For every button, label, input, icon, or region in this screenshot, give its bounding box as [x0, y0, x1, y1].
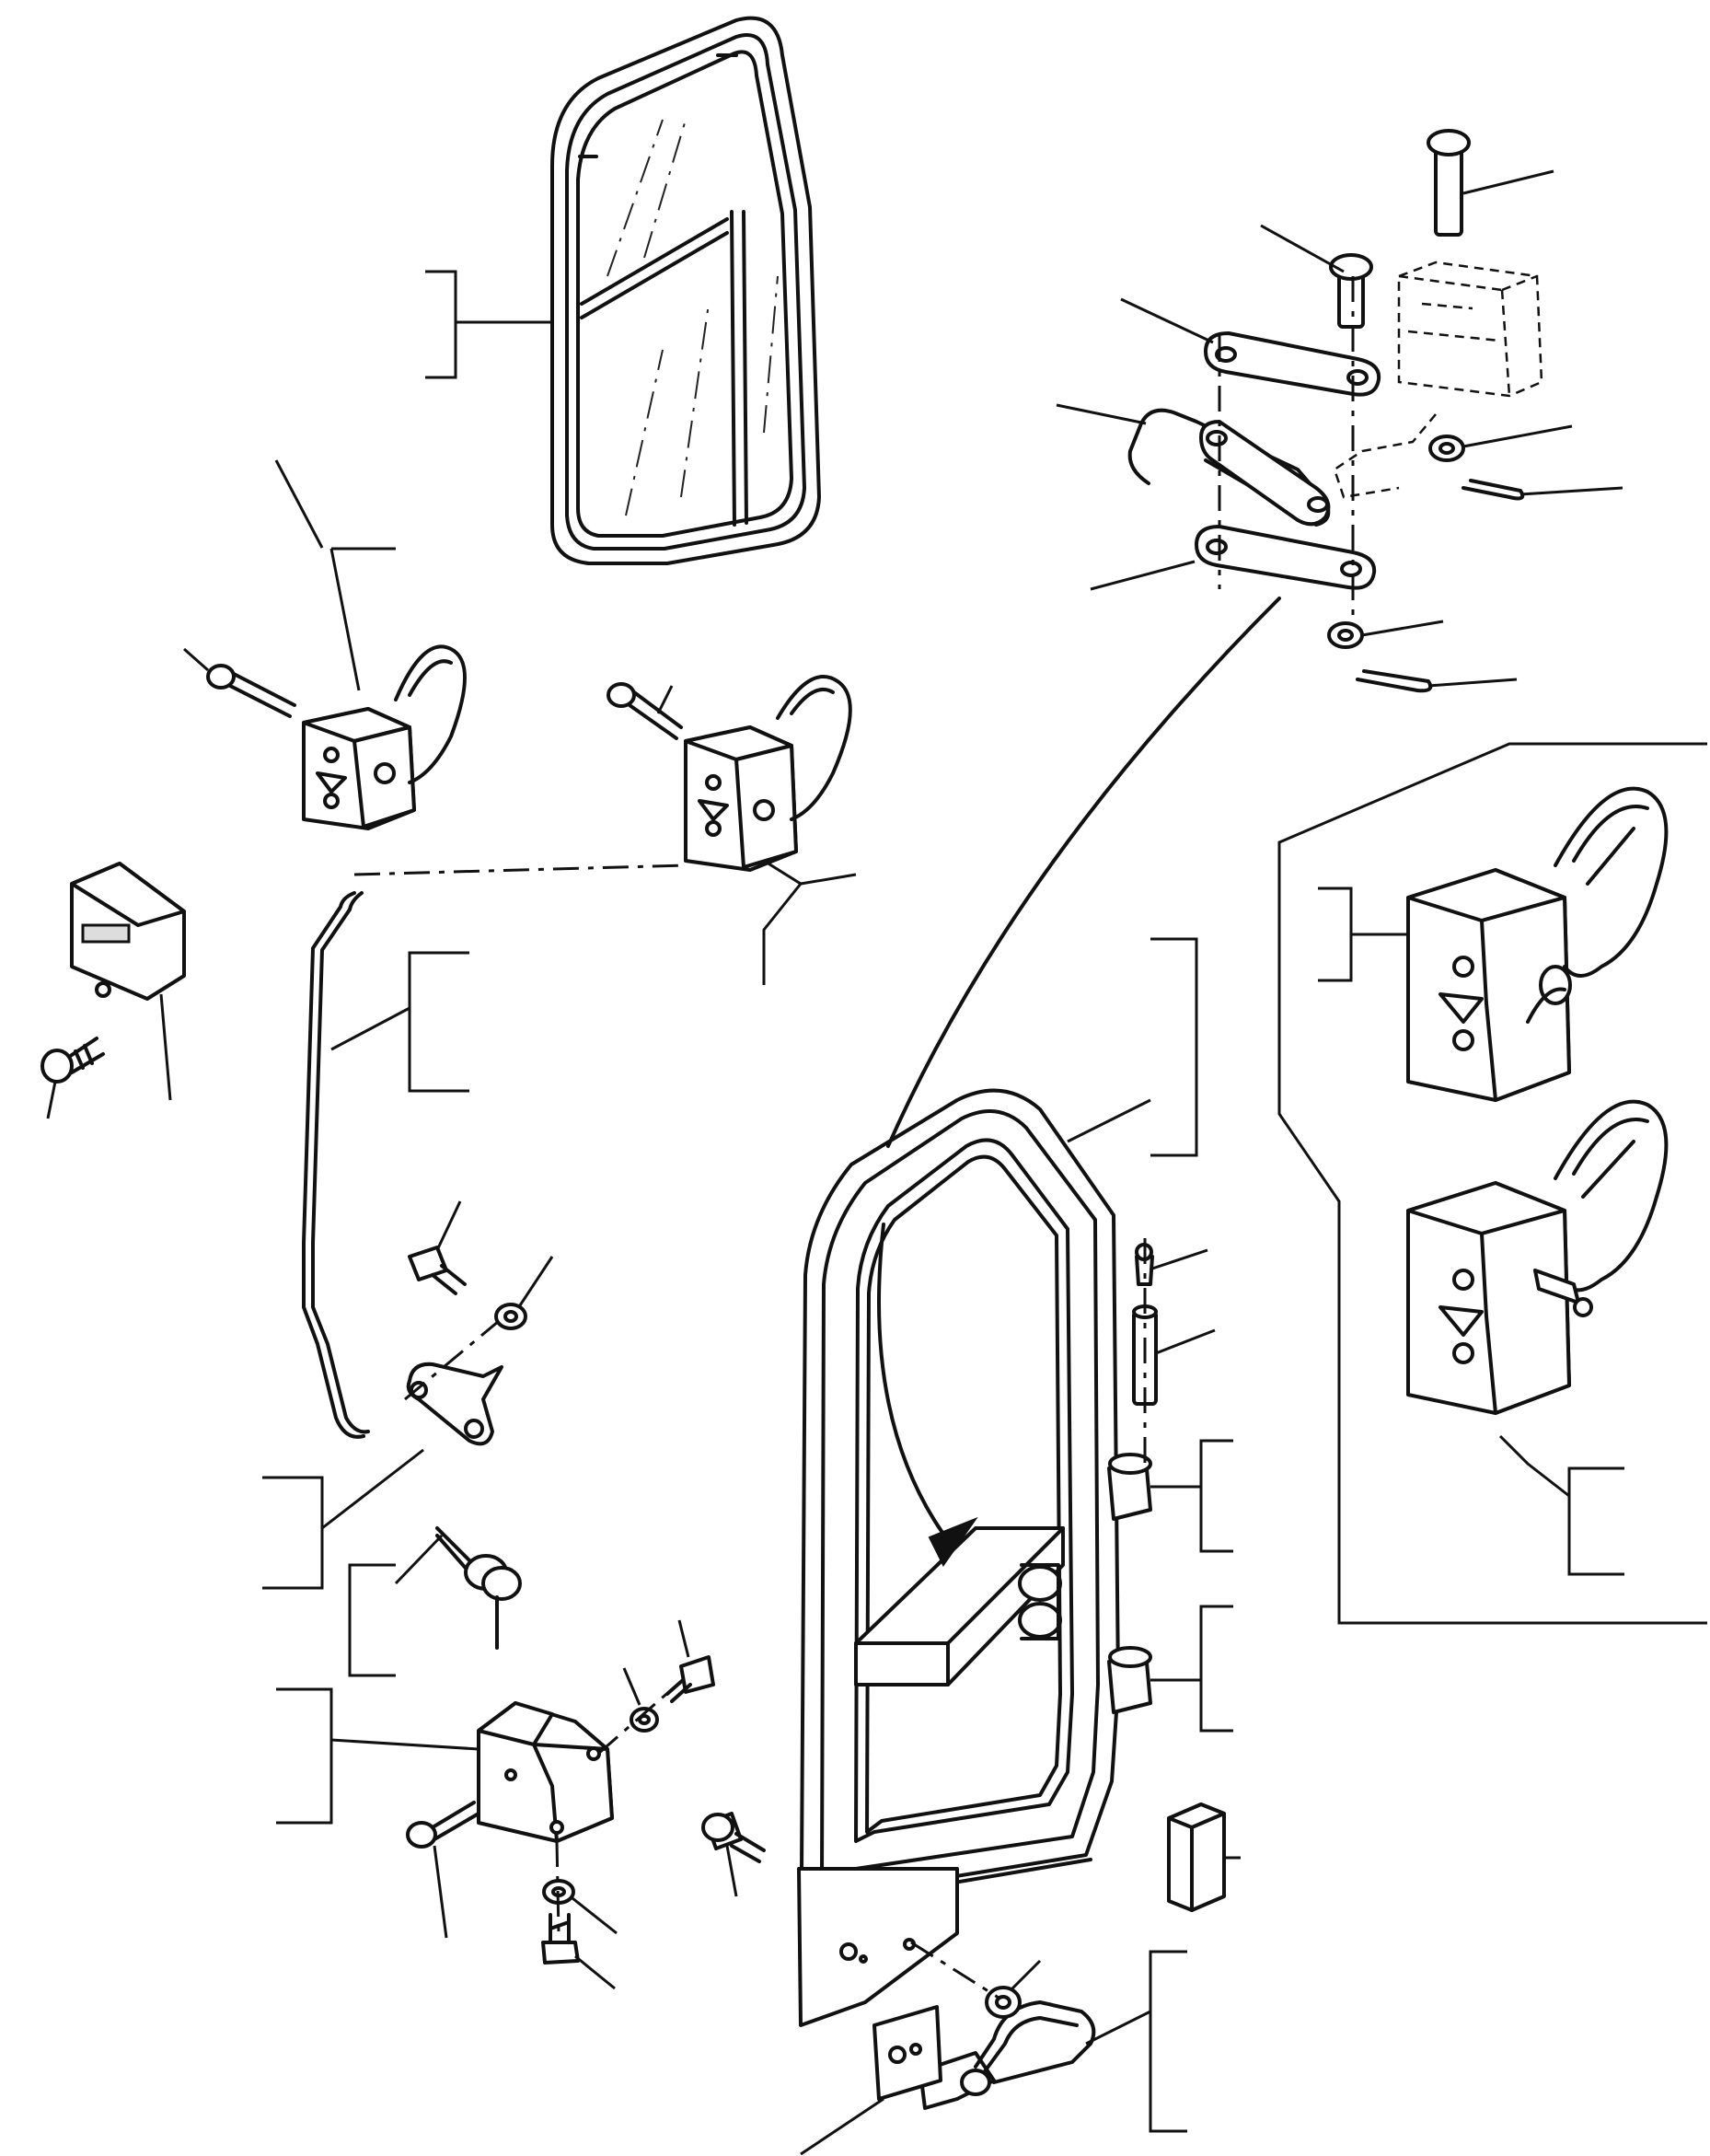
door-handle-washer [985, 1959, 1042, 2019]
handle-bracket-callout [276, 1687, 479, 1825]
door-mount-bolt [701, 1812, 766, 1897]
door-handle-callout [1085, 1950, 1187, 2133]
lower-link-plate [1090, 525, 1377, 591]
lock-variant-panel-outline [1277, 742, 1707, 1625]
door-hinge-knuckle-upper [1107, 1453, 1152, 1521]
lock-variant-b-callout [1498, 1434, 1624, 1576]
clevis-pin [1260, 224, 1373, 329]
door-lock-mechanism-mounted [1018, 1563, 1062, 1640]
lock-lever-callout [262, 1448, 424, 1590]
lock-variant-a [1406, 786, 1669, 1102]
return-spring [435, 1526, 522, 1650]
hinge-center-lines [1218, 276, 1355, 644]
door-lock-right [684, 675, 852, 872]
handle-plate [800, 2005, 942, 2156]
door-handle-center-line [910, 1941, 999, 2000]
lock-bolt-right [607, 682, 683, 740]
grease-fitting [1135, 1243, 1208, 1286]
striker-plate [70, 862, 186, 1101]
bracket-bolt-center-line [597, 1687, 673, 1756]
door-lock-left-callout [274, 459, 396, 691]
window-glass-callout-bracket [425, 270, 550, 379]
lock-lever [404, 1305, 516, 1446]
rubber-stopper [1167, 1802, 1241, 1912]
lock-link-center-line [353, 864, 687, 876]
upper-link-plate [1120, 297, 1381, 397]
door-cross-bar [854, 1526, 1065, 1687]
cotter-pin-upper [1462, 479, 1623, 501]
door-rotation-arrowhead [928, 1516, 978, 1567]
hinge-pin [1427, 129, 1554, 237]
return-spring-callout [348, 1534, 444, 1677]
bracket-lower-center-line [555, 1840, 560, 1934]
bracket-screw-left [406, 1801, 480, 1939]
striker-screw [40, 1037, 105, 1119]
door-check-rod-arm [1056, 403, 1331, 527]
lock-variant-a-callout [1318, 887, 1408, 982]
door-handle [919, 2000, 1096, 2110]
lock-lever-bolt [408, 1200, 467, 1295]
door-lock-left [302, 644, 467, 830]
lock-bolt-left [183, 647, 296, 718]
handle-bracket [477, 1701, 614, 1843]
assembly-arc-arrow [886, 597, 1281, 1148]
lock-variant-b [1406, 1099, 1669, 1415]
upper-hinge-callout [1150, 1439, 1233, 1553]
door-hinge-knuckle-lower [1107, 1646, 1152, 1714]
cotter-pin-lower [1356, 669, 1518, 693]
bracket-washer [622, 1667, 659, 1733]
bracket-lower-screw [541, 1913, 616, 1990]
washer-lower [1327, 620, 1444, 649]
lock-rod-callout [330, 951, 469, 1093]
lower-hinge-callout [1150, 1605, 1233, 1733]
washer-upper [1428, 424, 1573, 462]
door-rotation-arrow [877, 1223, 954, 1548]
door-mount-plate [797, 1867, 959, 2027]
lock-lever-nut [494, 1256, 554, 1330]
bracket-bolt-upper [665, 1619, 715, 1703]
sliding-window-glass [550, 16, 821, 565]
lock-rod [302, 891, 370, 1439]
door-frame-callout [1067, 937, 1198, 1157]
door-lock-right-callout [762, 859, 857, 985]
